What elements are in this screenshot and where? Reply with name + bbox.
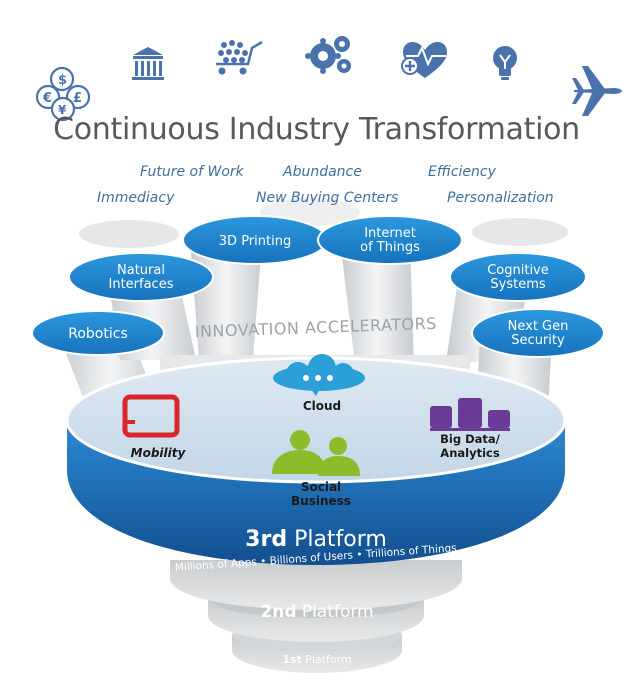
gears-icon (305, 36, 351, 74)
platform-1-ordinal: 1st (282, 653, 301, 666)
trend-personalization: Personalization (447, 190, 554, 206)
currency-icon: € $ £ ¥ (35, 66, 91, 122)
platform-1-title: 1st Platform (282, 653, 351, 666)
platform-2-ordinal: 2nd (260, 602, 296, 622)
platform-3: 3rd Platform Millions of Apps • Billions… (65, 356, 567, 574)
social-icon (272, 430, 360, 476)
accelerator-label-line1: Natural (117, 263, 165, 278)
accelerator-label-line2: Interfaces (109, 277, 174, 292)
mobility-label: Mobility (131, 446, 187, 460)
big-data-label-line1: Big Data/ (440, 432, 501, 446)
shopping-cart-icon (216, 40, 263, 75)
cloud-icon (273, 354, 365, 396)
platform-2-title: 2nd Platform (260, 602, 373, 622)
trend-new-buying-centers: New Buying Centers (256, 190, 399, 206)
accelerator-robotics[interactable]: Robotics (31, 310, 165, 356)
platform-3-ordinal: 3rd (245, 527, 287, 552)
svg-text:£: £ (73, 91, 82, 106)
diagram-title: Continuous Industry Transformation (53, 112, 580, 147)
health-icon (401, 41, 447, 78)
svg-text:¥: ¥ (58, 103, 67, 117)
accelerator-label: Robotics (68, 326, 128, 342)
accelerator-internet-of-things[interactable]: Internet of Things (317, 215, 463, 265)
accelerator-natural-interfaces[interactable]: Natural Interfaces (68, 252, 214, 302)
airplane-icon (572, 66, 622, 116)
platform-3-title: 3rd Platform (245, 527, 387, 552)
svg-text:$: $ (58, 73, 67, 88)
trend-efficiency: Efficiency (428, 164, 496, 180)
social-label-line1: Social (301, 480, 341, 494)
accelerator-label-line2: Systems (490, 277, 545, 292)
cloud-label: Cloud (303, 399, 341, 413)
trend-immediacy: Immediacy (97, 190, 175, 206)
bank-icon (132, 47, 164, 80)
platform-funnel (170, 560, 462, 610)
trend-abundance: Abundance (283, 164, 362, 180)
accelerator-3d-printing[interactable]: 3D Printing (182, 215, 328, 265)
platform-3-word: Platform (294, 527, 387, 552)
accelerator-label: 3D Printing (219, 234, 291, 249)
accelerator-label-line2: Security (511, 333, 565, 348)
svg-text:€: € (42, 91, 52, 106)
accelerator-label-line1: Cognitive (487, 263, 549, 278)
faded-disc-left (79, 220, 179, 248)
lightbulb-icon (493, 46, 517, 80)
platform-2-word: Platform (302, 602, 374, 622)
mobility-icon (122, 394, 180, 438)
accelerator-label-line2: of Things (360, 240, 420, 255)
trend-future-of-work: Future of Work (140, 164, 244, 180)
bar-chart-icon (430, 398, 510, 431)
social-label-line2: Business (291, 494, 351, 508)
platform-1-word: Platform (305, 653, 351, 666)
accelerator-cognitive-systems[interactable]: Cognitive Systems (449, 252, 587, 302)
faded-disc-right (472, 218, 568, 246)
accelerator-next-gen-security[interactable]: Next Gen Security (471, 308, 605, 358)
big-data-label-line2: Analytics (440, 446, 500, 460)
accelerator-label-line1: Next Gen (508, 319, 569, 334)
accelerator-label-line1: Internet (364, 226, 416, 241)
